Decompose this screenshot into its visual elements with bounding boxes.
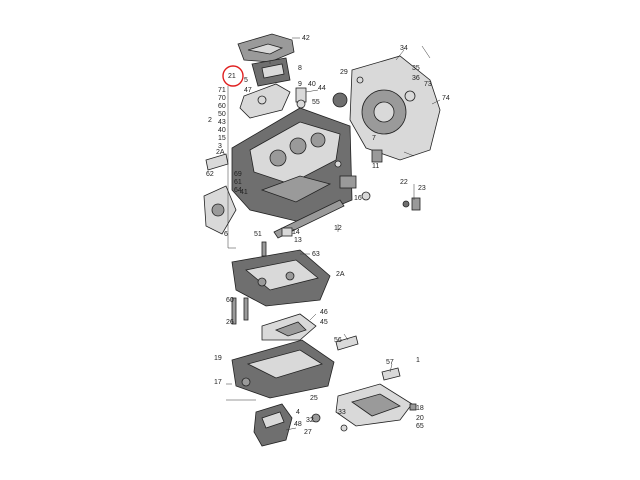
- timing-cover-left: [203, 185, 237, 235]
- callout-60: 60: [218, 103, 226, 110]
- callout-40b: 40: [218, 127, 226, 134]
- callout-48: 48: [294, 421, 302, 428]
- callout-51: 51: [254, 231, 262, 238]
- callout-14: 14: [292, 229, 300, 236]
- upper-oil-pan: [231, 339, 335, 399]
- callout-46: 46: [320, 309, 328, 316]
- callout-73: 73: [424, 81, 432, 88]
- callout-4: 4: [296, 409, 300, 416]
- callout-2A: 2A: [216, 149, 225, 156]
- callout-64: 64: [234, 187, 242, 194]
- callout-57: 57: [386, 359, 394, 366]
- guide-rail: [273, 199, 345, 239]
- callout-74: 74: [442, 95, 450, 102]
- seal-parts: [205, 149, 421, 211]
- callout-56: 56: [334, 337, 342, 344]
- callout-21: 21: [228, 73, 236, 80]
- bedplate: [231, 249, 331, 307]
- callout-32: 32: [306, 417, 314, 424]
- callout-70: 70: [218, 95, 226, 102]
- callout-44: 44: [318, 85, 326, 92]
- leader-lines: [226, 37, 441, 431]
- callout-33: 33: [338, 409, 346, 416]
- callout-61: 61: [234, 179, 242, 186]
- callout-23: 23: [418, 185, 426, 192]
- drain-plug-parts: [311, 403, 417, 432]
- callout-2: 2: [208, 117, 212, 124]
- callout-55: 55: [312, 99, 320, 106]
- callout-29: 29: [340, 69, 348, 76]
- pan-gasket: [335, 335, 401, 381]
- callout-3: 3: [218, 143, 222, 150]
- callout-60-lower: 60: [226, 297, 234, 304]
- callout-63: 63: [312, 251, 320, 258]
- callout-71: 71: [218, 87, 226, 94]
- callout-11: 11: [372, 163, 379, 170]
- callout-19: 19: [214, 355, 222, 362]
- callout-2A-lower: 2A: [336, 271, 345, 278]
- callout-47: 47: [244, 87, 252, 94]
- highlight-circle: [222, 65, 244, 87]
- cylinder-gasket-left: [239, 83, 291, 119]
- callout-69: 69: [234, 171, 242, 178]
- callout-26: 26: [226, 319, 234, 326]
- lower-oil-pan: [335, 383, 413, 427]
- callout-42: 42: [302, 35, 310, 42]
- callout-labels: 42 8 34 35 36 21 5 47 29 40 44 55 71 70 …: [206, 35, 450, 436]
- callout-20: 20: [416, 415, 424, 422]
- oil-filter-housing: [237, 33, 307, 109]
- callout-34: 34: [400, 45, 408, 52]
- callout-5: 5: [244, 77, 248, 84]
- callout-16: 16: [354, 195, 362, 202]
- callout-22: 22: [400, 179, 408, 186]
- callout-8: 8: [298, 65, 302, 72]
- callout-40: 40: [308, 81, 316, 88]
- callout-27: 27: [304, 429, 312, 436]
- callout-13: 13: [294, 237, 302, 244]
- oil-baffle: [261, 313, 317, 341]
- callout-50: 50: [218, 111, 226, 118]
- callout-65: 65: [416, 423, 424, 430]
- callout-17: 17: [214, 379, 222, 386]
- callout-36: 36: [412, 75, 420, 82]
- callout-62: 62: [206, 171, 214, 178]
- callout-25: 25: [310, 395, 318, 402]
- callout-7: 7: [372, 135, 376, 142]
- callout-1: 1: [416, 357, 420, 364]
- callout-18: 18: [416, 405, 424, 412]
- callout-15: 15: [218, 135, 226, 142]
- callout-9: 9: [298, 81, 302, 88]
- callout-41: 41: [240, 189, 248, 196]
- rear-cover-plate: [332, 55, 441, 161]
- oil-pump: [253, 403, 293, 447]
- engine-block: [231, 107, 353, 223]
- callout-12: 12: [334, 225, 342, 232]
- callout-35: 35: [412, 65, 420, 72]
- callout-6: 6: [224, 231, 228, 238]
- callout-45: 45: [320, 319, 328, 326]
- bolts: [231, 241, 267, 325]
- callout-43: 43: [218, 119, 226, 126]
